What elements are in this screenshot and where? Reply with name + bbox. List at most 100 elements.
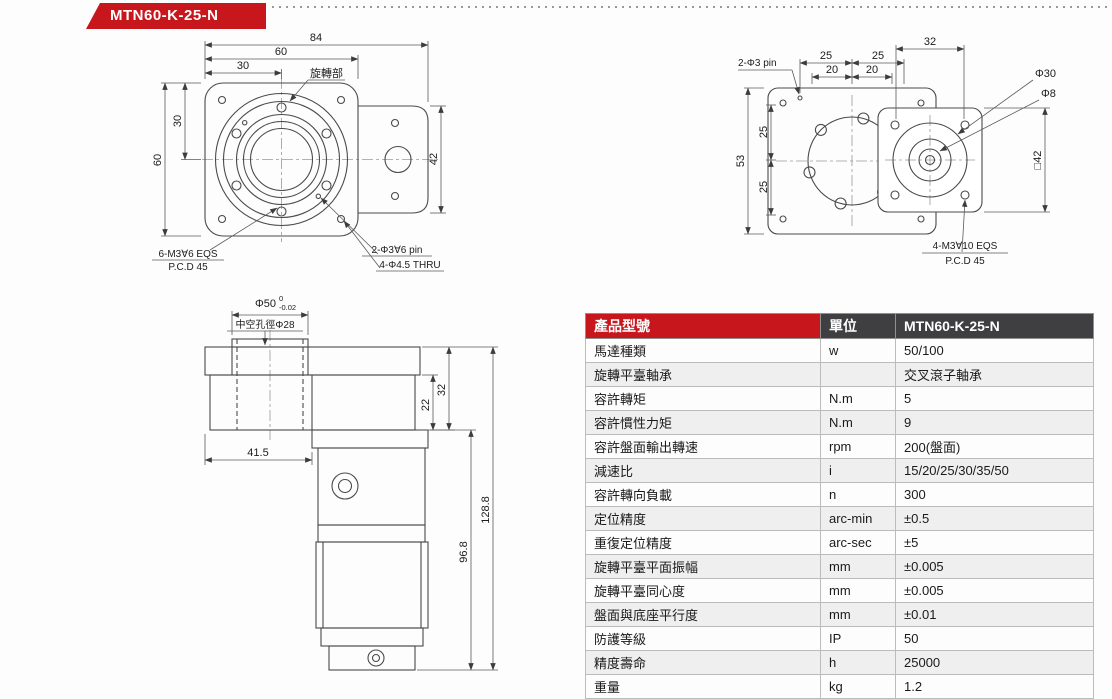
front-thru-note: 4-Φ4.5 THRU [379, 260, 440, 271]
rear-pin-hole [797, 95, 803, 101]
spec-item-name: 旋轉平臺同心度 [585, 578, 821, 603]
spec-item-value: 5 [895, 386, 1094, 411]
dim-25-left-2-label: 25 [758, 181, 770, 193]
dim-128-8-label: 128.8 [480, 496, 492, 524]
spec-item-value: 50 [895, 626, 1094, 651]
spec-item-unit: arc-min [820, 506, 896, 531]
spec-item-unit: kg [820, 674, 896, 699]
spec-item-unit: n [820, 482, 896, 507]
spec-item-unit: i [820, 458, 896, 483]
rear-screws-note: 4-M3∀10 EQS [933, 241, 998, 252]
rear-view-drawing: 2-Φ3 pin 32 25 25 20 20 Φ30 Φ8 53 25 25 … [735, 36, 1056, 267]
dim-phi8-label: Φ8 [1041, 88, 1056, 100]
rear-pins-note: 2-Φ3 pin [738, 58, 777, 69]
spec-item-value: 50/100 [895, 338, 1094, 363]
spec-item-unit: mm [820, 602, 896, 627]
spec-item-value: 25000 [895, 650, 1094, 675]
dim-32-side-label: 32 [436, 384, 448, 396]
spec-header-value: MTN60-K-25-N [895, 313, 1094, 339]
front-view-centerlines [202, 78, 438, 242]
rear-motor-flange [877, 107, 983, 213]
spec-item-unit: IP [820, 626, 896, 651]
dim-96-8-label: 96.8 [458, 541, 470, 562]
spec-item-name: 旋轉平臺平面振幅 [585, 554, 821, 579]
dim-60-top-label: 60 [275, 46, 287, 58]
dim-22-label: 22 [420, 399, 432, 411]
front-pins-note: 2-Φ3∀6 pin [372, 245, 423, 256]
spec-item-value: 交叉滾子軸承 [895, 362, 1094, 387]
spec-item-value: ±0.005 [895, 554, 1094, 579]
spec-item-name: 容許轉矩 [585, 386, 821, 411]
front-view-body [204, 82, 429, 237]
top-dotted-rule [272, 6, 1112, 8]
rear-view-dimensions [738, 45, 1050, 254]
spec-item-value: ±0.005 [895, 578, 1094, 603]
front-screws-pcd-note: P.C.D 45 [168, 262, 208, 273]
dim-phi30-label: Φ30 [1035, 68, 1056, 80]
spec-table-row: 旋轉平臺軸承交叉滾子軸承 [585, 362, 1094, 387]
spec-item-name: 防護等級 [585, 626, 821, 651]
dim-84-label: 84 [310, 32, 322, 44]
spec-item-value: ±0.01 [895, 602, 1094, 627]
side-view-body [204, 338, 429, 671]
dim-25-left-1-label: 25 [758, 126, 770, 138]
dim-53-label: 53 [735, 155, 747, 167]
dim-41-5-label: 41.5 [247, 447, 268, 459]
rear-motor-screw-holes [890, 120, 970, 200]
spec-item-unit: w [820, 338, 896, 363]
side-view-labels: Φ50 0 -0.02 中空孔徑Φ28 22 32 41.5 96.8 128.… [235, 294, 492, 563]
spec-item-value: 9 [895, 410, 1094, 435]
spec-item-unit: N.m [820, 386, 896, 411]
spec-header-unit: 單位 [820, 313, 896, 339]
hollow-bore-label: 中空孔徑Φ28 [235, 318, 295, 331]
spec-item-unit: rpm [820, 434, 896, 459]
spec-item-value: 15/20/25/30/35/50 [895, 458, 1094, 483]
spec-item-name: 重復定位精度 [585, 530, 821, 555]
rotating-part-label: 旋轉部 [310, 66, 343, 80]
dim-20-1-label: 20 [826, 64, 838, 76]
spec-item-name: 減速比 [585, 458, 821, 483]
product-model-text: MTN60-K-25-N [110, 7, 219, 24]
spec-item-name: 馬達種類 [585, 338, 821, 363]
spec-item-value: 200(盤面) [895, 434, 1094, 459]
side-view-dimensions [204, 311, 498, 671]
dim-phi50-label: Φ50 [255, 298, 276, 310]
front-view-labels: 84 60 30 旋轉部 60 30 42 6-M3∀6 EQS P.C.D 4… [152, 32, 441, 273]
spec-item-unit [820, 362, 896, 387]
front-screw-holes [231, 102, 332, 217]
spec-item-unit: mm [820, 554, 896, 579]
product-model-badge: MTN60-K-25-N [86, 3, 266, 29]
dim-25-top-2-label: 25 [872, 50, 884, 62]
spec-item-name: 精度壽命 [585, 650, 821, 675]
spec-item-unit: h [820, 650, 896, 675]
spec-item-value: 300 [895, 482, 1094, 507]
dim-32-label: 32 [924, 36, 936, 48]
rear-corner-holes [779, 99, 925, 223]
front-pin-holes [241, 119, 322, 200]
front-view-dimensions [152, 41, 446, 272]
spec-item-name: 定位精度 [585, 506, 821, 531]
spec-item-unit: arc-sec [820, 530, 896, 555]
spec-table-header-row: 產品型號 單位 MTN60-K-25-N [585, 313, 1094, 339]
spec-item-unit: N.m [820, 410, 896, 435]
dim-sq42-label: □42 [1032, 151, 1044, 170]
spec-item-name: 容許盤面輸出轉速 [585, 434, 821, 459]
side-view-drawing: Φ50 0 -0.02 中空孔徑Φ28 22 32 41.5 96.8 128.… [204, 294, 498, 671]
spec-item-name: 重量 [585, 674, 821, 699]
dim-20-2-label: 20 [866, 64, 878, 76]
rear-view-labels: 2-Φ3 pin 32 25 25 20 20 Φ30 Φ8 53 25 25 … [735, 36, 1056, 267]
spec-item-name: 容許轉向負載 [585, 482, 821, 507]
dim-phi50-tol-lower: -0.02 [279, 303, 296, 312]
rear-screws-pcd-note: P.C.D 45 [945, 256, 985, 267]
